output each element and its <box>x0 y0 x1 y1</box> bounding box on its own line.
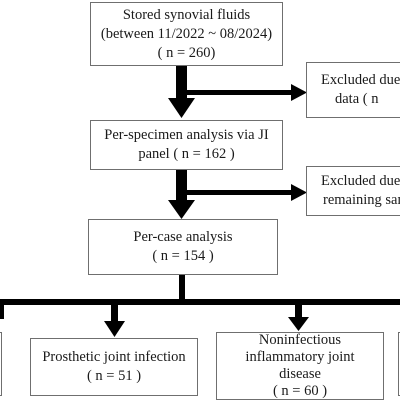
arrow-bus-to-noninfectious-shaft <box>295 305 302 319</box>
arrow-bus-to-noninfectious-head <box>288 317 309 331</box>
drop-left-edge <box>0 305 4 319</box>
stored-line-2: (between 11/2022 ~ 08/2024) <box>100 25 273 42</box>
excluded-data-line-1: Excluded due <box>321 72 400 88</box>
arrow-bus-to-pji-shaft <box>111 305 118 323</box>
per-specimen-line-2: panel ( n = 162 ) <box>138 146 235 162</box>
arrow-to-excluded-data-head <box>291 84 307 101</box>
stored-synovial-fluids-box: Stored synovial fluids (between 11/2022 … <box>90 2 283 66</box>
noninfectious-line-3: disease <box>279 366 321 382</box>
noninfectious-inflammatory-box: Noninfectious inflammatory joint disease… <box>216 332 384 400</box>
per-specimen-analysis-box: Per-specimen analysis via JI panel ( n =… <box>90 120 283 170</box>
stem-case-to-bus <box>179 275 185 301</box>
stored-line-3: ( n = 260) <box>157 44 216 61</box>
noninfectious-line-1: Noninfectious <box>258 332 342 348</box>
excluded-remaining-line-2: remaining sam <box>323 192 400 208</box>
excluded-data-box: Excluded due data ( n <box>306 62 400 118</box>
per-case-line-1: Per-case analysis <box>133 229 233 245</box>
prosthetic-joint-infection-box: Prosthetic joint infection ( n = 51 ) <box>30 338 198 396</box>
noninfectious-line-4: ( n = 60 ) <box>272 383 328 399</box>
arrow-specimen-to-case-shaft <box>176 170 187 203</box>
horizontal-bus <box>0 299 400 305</box>
noninfectious-line-2: inflammatory joint <box>245 349 355 365</box>
excluded-remaining-box: Excluded due remaining sam <box>306 166 400 216</box>
arrow-specimen-to-case-head <box>168 200 195 219</box>
arrow-bus-to-pji-head <box>104 321 125 337</box>
excluded-remaining-line-1: Excluded due <box>321 173 400 189</box>
pji-line-2: ( n = 51 ) <box>86 368 142 384</box>
left-partial-box <box>0 332 2 396</box>
excluded-data-line-2: data ( n <box>335 91 379 107</box>
pji-line-1: Prosthetic joint infection <box>42 349 186 365</box>
right-partial-box <box>398 332 400 396</box>
stored-line-1: Stored synovial fluids <box>122 6 251 23</box>
arrow-stored-to-specimen-head <box>168 98 195 118</box>
per-case-analysis-box: Per-case analysis ( n = 154 ) <box>88 219 278 275</box>
per-case-line-2: ( n = 154 ) <box>152 248 214 264</box>
arrow-to-excluded-remaining-shaft <box>187 190 293 195</box>
arrow-stored-to-specimen-shaft <box>176 66 187 102</box>
arrow-to-excluded-remaining-head <box>291 184 307 201</box>
per-specimen-line-1: Per-specimen analysis via JI <box>104 127 269 143</box>
arrow-to-excluded-data-shaft <box>187 90 293 95</box>
